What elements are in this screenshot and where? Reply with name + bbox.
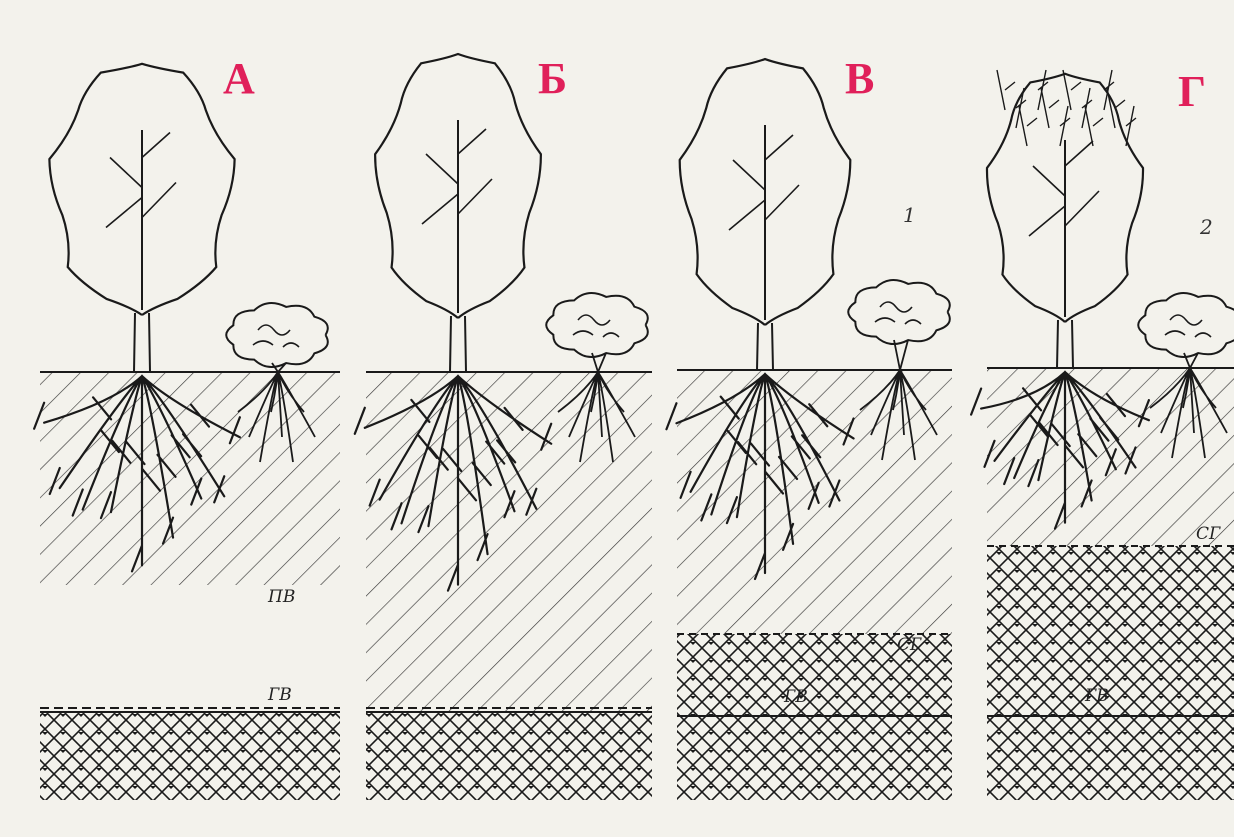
- label-sg-v: СГ: [897, 637, 921, 654]
- tree-trunk: [757, 323, 773, 370]
- label-gv-g: ГВ: [1085, 688, 1109, 705]
- panel-letter-b: Б: [538, 57, 567, 101]
- figure-number-1: 1: [903, 205, 916, 225]
- bare-twig: [997, 70, 1015, 110]
- hatched-soil-layer: [40, 372, 340, 585]
- panel-letter-v: В: [845, 57, 874, 101]
- label-pv-a: ПВ: [268, 589, 295, 606]
- figure-number-2: 2: [1200, 217, 1213, 237]
- crosshatched-water-layer: [40, 712, 340, 800]
- tree-trunk: [450, 316, 466, 372]
- tree-trunk: [1057, 320, 1073, 368]
- bare-twig: [1107, 88, 1125, 128]
- bare-twig: [1085, 106, 1103, 146]
- panel-letter-a: А: [223, 57, 255, 101]
- bare-twig: [1082, 88, 1092, 128]
- shrub-crown: [546, 293, 648, 357]
- label-gv-a: ГВ: [268, 687, 292, 704]
- crosshatched-water-layer: [987, 546, 1234, 800]
- bare-twig: [1126, 106, 1136, 146]
- shrub-crown: [1138, 293, 1234, 357]
- shrub-texture: [875, 302, 921, 324]
- shrub-crown: [848, 280, 950, 344]
- soil-panel-1: [40, 372, 340, 800]
- shrub-texture: [573, 315, 619, 337]
- shrub-crown: [226, 303, 328, 367]
- bare-twig: [1038, 70, 1048, 110]
- hatched-soil-layer: [366, 372, 652, 712]
- crosshatched-water-layer: [366, 712, 652, 800]
- panel-letter-g: Г: [1178, 70, 1206, 114]
- label-gv-v: ГВ: [784, 689, 808, 706]
- bare-twig: [1019, 106, 1037, 146]
- label-sg-g: СГ: [1196, 526, 1220, 543]
- shrub-texture: [253, 325, 299, 347]
- bare-twig: [1041, 88, 1059, 128]
- shrub-texture: [1165, 315, 1211, 337]
- tree-trunk: [134, 313, 150, 372]
